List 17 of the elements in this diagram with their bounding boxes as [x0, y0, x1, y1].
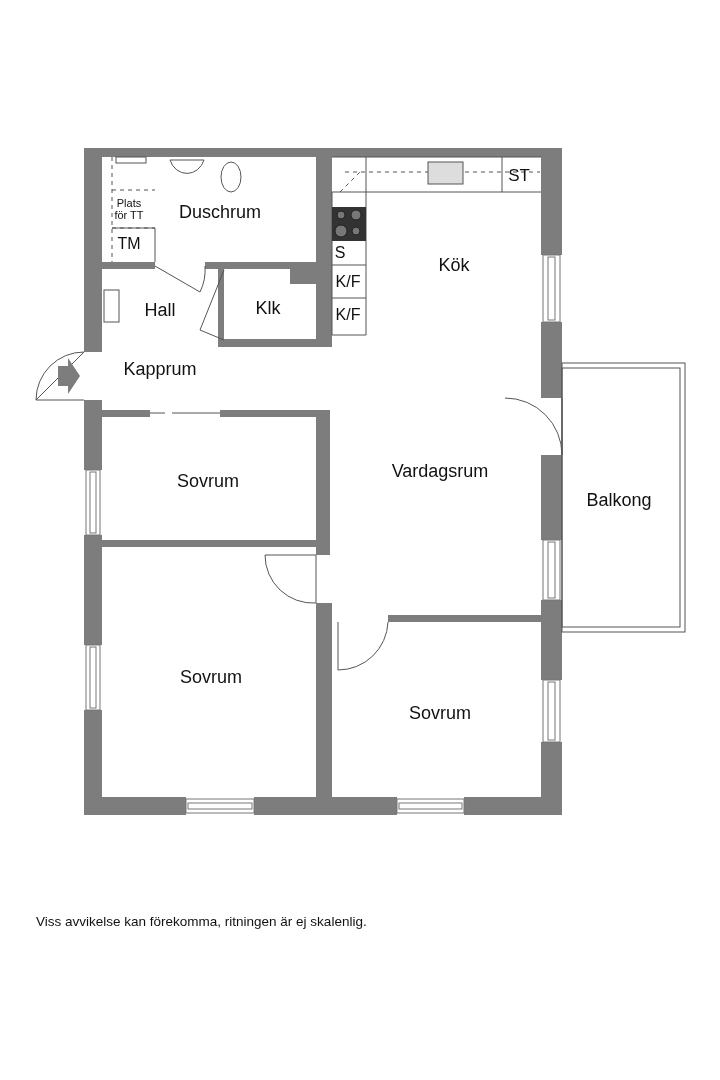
room-label: Balkong [586, 490, 652, 510]
appliance-label: S [334, 244, 346, 262]
room-label: Klk [255, 298, 281, 318]
room-label: Vardagsrum [391, 461, 489, 481]
room-label: Kök [438, 255, 470, 275]
room-label: Sovrum [180, 667, 242, 687]
room-label: Sovrum [177, 471, 239, 491]
fixture-label: Plats för TT [113, 198, 145, 222]
room-label: Sovrum [409, 703, 471, 723]
room-label: Duschrum [179, 202, 261, 222]
room-label: Kapprum [123, 359, 197, 379]
room-label: Hall [144, 300, 176, 320]
disclaimer-note: Viss avvikelse kan förekomma, ritningen är ej skalenlig. [36, 914, 367, 929]
appliance-label: K/F [335, 273, 361, 291]
appliance-label: K/F [335, 306, 361, 324]
appliance-label: ST [508, 167, 530, 185]
appliance-label: TM [117, 235, 141, 253]
